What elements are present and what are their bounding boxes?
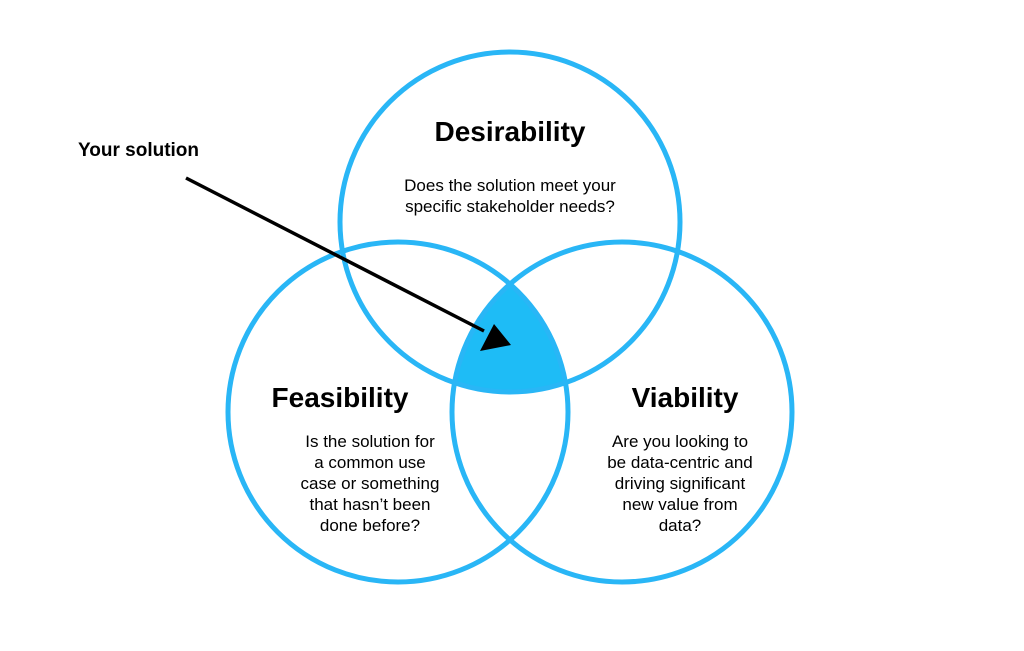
feasibility-description: Is the solution for a common use case or…: [300, 432, 440, 535]
desirability-description: Does the solution meet your specific sta…: [404, 176, 616, 216]
pointer-arrow-head: [480, 324, 511, 351]
desirability-circle: [337, 49, 683, 395]
your-solution-label: Your solution: [78, 140, 200, 161]
viability-description: Are you looking to be data-centric and d…: [607, 432, 753, 535]
pointer-arrow-shaft: [185, 176, 485, 333]
viability-title: Viability: [631, 382, 739, 413]
feasibility-title: Feasibility: [271, 382, 409, 413]
feasibility-circle: [225, 239, 571, 585]
viability-circle: [449, 239, 795, 585]
center-intersection-group: [452, 242, 568, 392]
desirability-title: Desirability: [434, 116, 586, 147]
solution-intersection: [452, 242, 568, 392]
